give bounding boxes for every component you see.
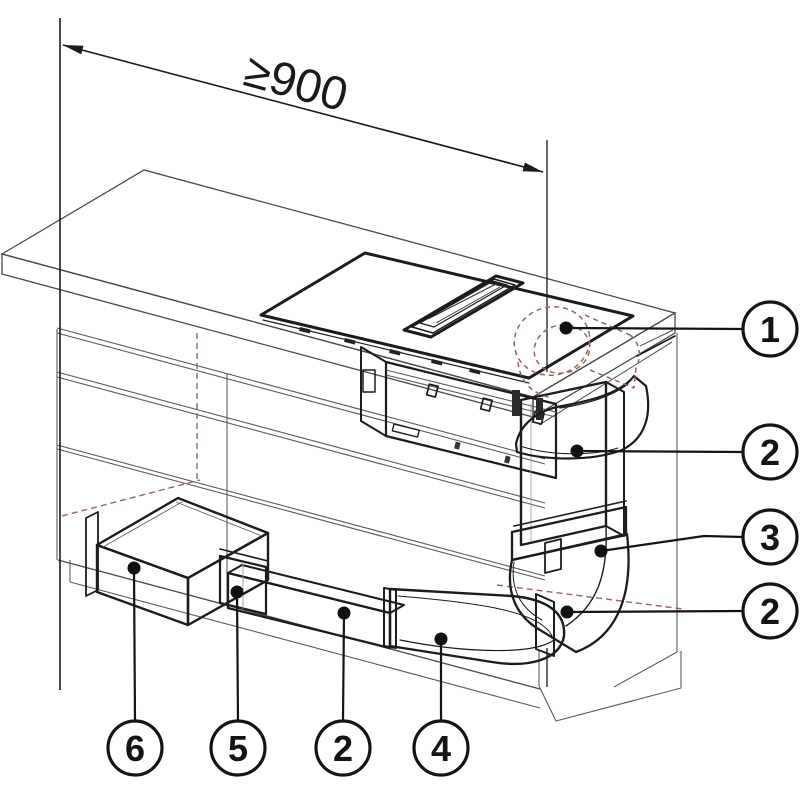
hidden-transition-duct (513, 306, 641, 399)
dimension-arrowhead-left (63, 45, 84, 55)
callout-2-elbow: 2 (741, 582, 799, 640)
silencer-right-face (186, 531, 270, 627)
callout-dot-1 (559, 321, 573, 335)
callout-4: 4 (412, 719, 470, 777)
bend-joint-right (535, 593, 555, 657)
callout-5: 5 (209, 719, 267, 777)
vertical-duct-side (605, 381, 625, 537)
callout-2-horizontal-duct: 2 (314, 719, 372, 777)
callout-dot-4 (434, 632, 448, 646)
cooktop-glass (259, 251, 635, 380)
callout-dot-3 (594, 544, 608, 558)
svg-text:1: 1 (760, 309, 780, 350)
svg-text:4: 4 (431, 728, 451, 769)
elbow-body (508, 532, 630, 654)
mounting-brackets (512, 390, 543, 420)
callout-dot-5 (230, 585, 244, 599)
countertop-right-face (532, 311, 676, 419)
cooktop (259, 251, 635, 384)
downdraft-grille (402, 274, 525, 339)
callout-2-vertical-duct: 2 (741, 423, 799, 481)
svg-text:2: 2 (760, 432, 780, 473)
callout-dot-2a (570, 444, 584, 458)
connector-front (218, 554, 268, 616)
svg-text:2: 2 (333, 728, 353, 769)
callout-leaders (127, 321, 744, 722)
kitchen-island (0, 169, 684, 722)
duct-elbow (508, 527, 630, 654)
cooktop-edge-clips (299, 327, 481, 375)
cabinet-lines (56, 327, 682, 722)
callout-dot-6 (127, 561, 141, 575)
extractor-left-bracket (362, 369, 376, 393)
duct-bend (383, 587, 566, 666)
extractor-front-face (384, 360, 558, 480)
svg-text:2: 2 (760, 591, 780, 632)
bend-joint-left (383, 587, 397, 649)
countertop-top-face (0, 169, 677, 398)
duct-connector (218, 548, 269, 616)
dimension-arrowhead-right (522, 162, 543, 172)
countertop-front-face (1, 253, 534, 418)
silencer-front-face (95, 543, 190, 627)
svg-text:5: 5 (228, 728, 248, 769)
callout-dot-2b (560, 605, 574, 619)
hidden-cabinet-edges (61, 333, 684, 610)
horizontal-duct (226, 564, 405, 650)
clamp-latch (544, 538, 562, 574)
dimension-arrow-line (62, 44, 544, 173)
callout-6: 6 (106, 719, 164, 777)
dimension-label: ≥900 (239, 43, 353, 121)
callout-1: 1 (741, 300, 799, 358)
callout-dot-2c (337, 606, 351, 620)
svg-text:6: 6 (125, 728, 145, 769)
bend-body (388, 587, 566, 666)
callout-3: 3 (741, 508, 799, 566)
extractor-unit (360, 346, 558, 480)
silencer (85, 496, 270, 627)
svg-text:3: 3 (760, 517, 780, 558)
